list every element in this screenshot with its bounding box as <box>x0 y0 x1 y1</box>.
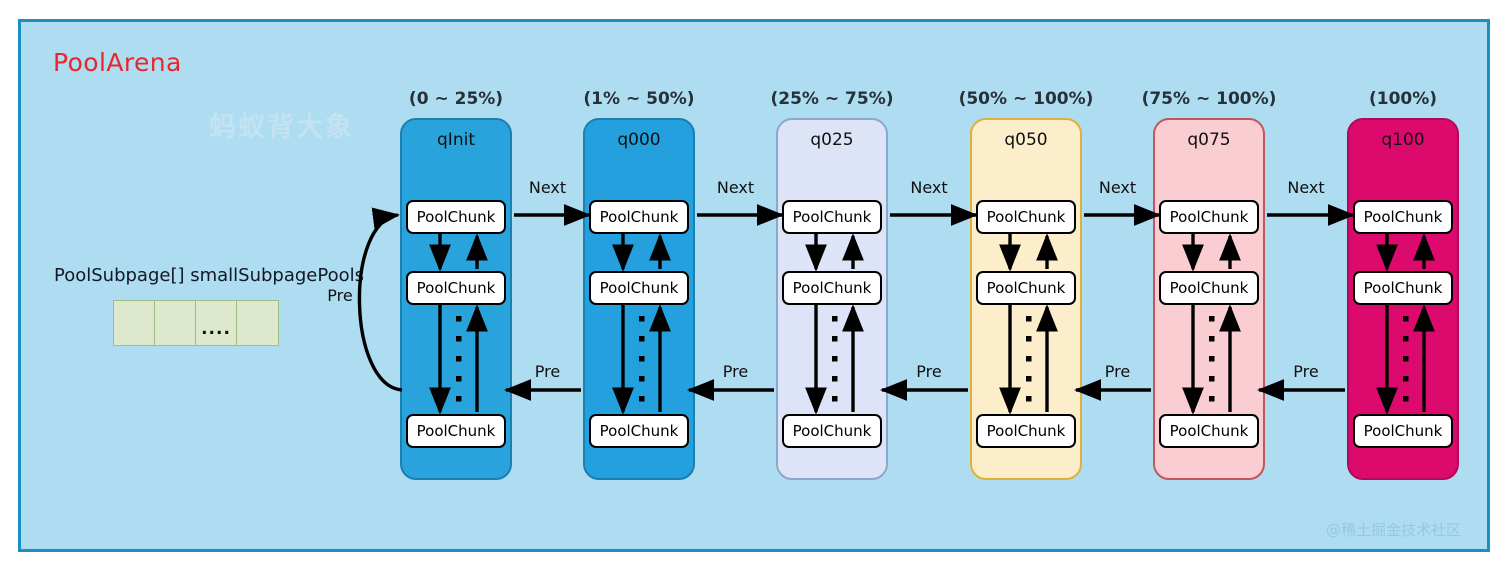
next-link-label: Next <box>1098 178 1137 197</box>
pre-link-label: Pre <box>534 362 561 381</box>
queue-header-q100: (100%) <box>1368 89 1438 109</box>
watermark-corner: @稀土掘金技术社区 <box>1325 521 1461 539</box>
pool-chunk[interactable]: PoolChunk <box>1159 200 1259 234</box>
subpage-cell <box>114 301 155 345</box>
pool-chunk[interactable]: PoolChunk <box>1353 271 1453 305</box>
queue-header-q050: (50% ~ 100%) <box>958 89 1094 109</box>
queue-name-q075: q075 <box>1187 130 1231 150</box>
pool-chunk[interactable]: PoolChunk <box>976 271 1076 305</box>
queue-name-qInit: qInit <box>437 130 475 150</box>
pool-chunk[interactable]: PoolChunk <box>589 200 689 234</box>
queue-name-q000: q000 <box>617 130 661 150</box>
pool-chunk[interactable]: PoolChunk <box>406 200 506 234</box>
next-link-label: Next <box>1287 178 1325 197</box>
pool-chunk[interactable]: PoolChunk <box>782 200 882 234</box>
pre-link-label: Pre <box>916 362 942 381</box>
queue-name-q100: q100 <box>1381 130 1425 150</box>
subpage-pools-array: .... <box>113 300 279 346</box>
pre-link-label: Pre <box>722 362 749 381</box>
pool-chunk[interactable]: PoolChunk <box>782 414 882 448</box>
queue-name-q025: q025 <box>810 130 854 150</box>
queue-internal-arrows <box>1376 233 1435 415</box>
page-title: PoolArena <box>53 48 182 77</box>
queue-header-q000: (1% ~ 50%) <box>583 89 695 109</box>
subpage-cell <box>237 301 278 345</box>
queue-header-qInit: (0 ~ 25%) <box>408 89 504 109</box>
pool-chunk[interactable]: PoolChunk <box>976 414 1076 448</box>
queue-internal-arrows <box>429 233 488 415</box>
pre-link-label: Pre <box>1293 362 1319 381</box>
queue-internal-arrows <box>999 233 1058 415</box>
subpage-cell <box>155 301 196 345</box>
pool-chunk[interactable]: PoolChunk <box>976 200 1076 234</box>
pool-chunk[interactable]: PoolChunk <box>406 271 506 305</box>
queue-header-q025: (25% ~ 75%) <box>770 89 894 109</box>
next-link-label: Next <box>716 178 755 197</box>
watermark-center: 蚂蚁背大象 <box>209 112 354 143</box>
pool-chunk[interactable]: PoolChunk <box>589 271 689 305</box>
queue-internal-arrows <box>1182 233 1241 415</box>
pool-chunk[interactable]: PoolChunk <box>589 414 689 448</box>
next-link-label: Next <box>910 178 948 197</box>
queue-internal-arrows <box>612 233 671 415</box>
pool-chunk[interactable]: PoolChunk <box>1353 200 1453 234</box>
pool-chunk[interactable]: PoolChunk <box>1353 414 1453 448</box>
queue-header-q075: (75% ~ 100%) <box>1141 89 1277 109</box>
subpage-cell: .... <box>196 301 237 345</box>
queue-name-q050: q050 <box>1004 130 1048 150</box>
subpage-pools-label: PoolSubpage[] smallSubpagePools <box>54 265 364 286</box>
pool-chunk[interactable]: PoolChunk <box>406 414 506 448</box>
pool-chunk[interactable]: PoolChunk <box>1159 271 1259 305</box>
pre-link-label: Pre <box>327 286 353 305</box>
pool-chunk[interactable]: PoolChunk <box>782 271 882 305</box>
queue-internal-arrows <box>805 233 864 415</box>
next-link-label: Next <box>528 178 567 197</box>
pre-link-label: Pre <box>1104 362 1131 381</box>
pool-chunk[interactable]: PoolChunk <box>1159 414 1259 448</box>
